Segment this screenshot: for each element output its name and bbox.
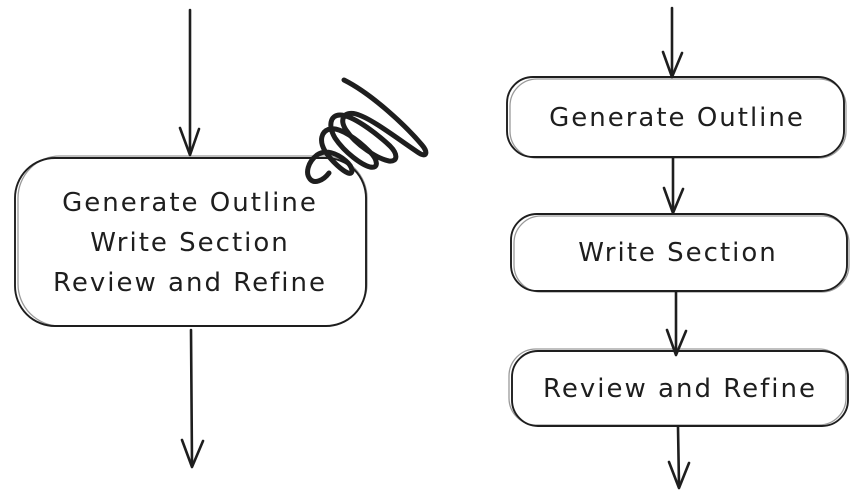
combined-steps-box — [14, 155, 368, 327]
combined-steps-label: Generate Outline Write Section Review an… — [53, 183, 327, 303]
right-arrow-3 — [665, 290, 688, 357]
left-arrow-in-head — [178, 126, 201, 157]
right-arrow-4-shaft — [676, 425, 681, 487]
right-arrow-2 — [662, 156, 685, 215]
right-arrow-4 — [667, 425, 691, 490]
right-box-generate-outline — [506, 76, 847, 159]
right-arrow-3-head — [665, 328, 688, 357]
right-box-generate-outline-label: Generate Outline — [549, 103, 805, 133]
left-arrow-in — [178, 8, 201, 157]
right-arrow-1 — [661, 6, 684, 79]
combined-step-line-1: Generate Outline — [62, 188, 318, 218]
combined-step-line-3: Review and Refine — [53, 268, 327, 298]
right-box-generate-outline-shape — [506, 76, 845, 158]
right-box-write-section — [510, 213, 850, 293]
right-arrow-2-head — [662, 186, 685, 215]
left-arrow-out-head — [180, 438, 205, 469]
left-arrow-out — [180, 328, 205, 469]
right-box-write-section-sketch-doubling — [513, 215, 850, 293]
right-box-write-section-shape — [510, 213, 848, 292]
combined-step-line-2: Write Section — [90, 228, 290, 258]
right-arrow-1-head — [661, 50, 684, 79]
right-arrow-4-head — [667, 460, 691, 490]
right-box-generate-outline-sketch-doubling — [509, 78, 847, 159]
scratch-out-scribble-icon — [305, 77, 429, 184]
combined-steps-box-shape — [14, 157, 367, 327]
combined-steps-box-sketch-doubling — [17, 155, 368, 327]
right-box-review-refine-label: Review and Refine — [543, 374, 817, 404]
right-box-write-section-label: Write Section — [578, 238, 778, 268]
left-arrow-out-shaft — [189, 328, 194, 466]
right-box-review-refine-shape — [511, 350, 849, 427]
